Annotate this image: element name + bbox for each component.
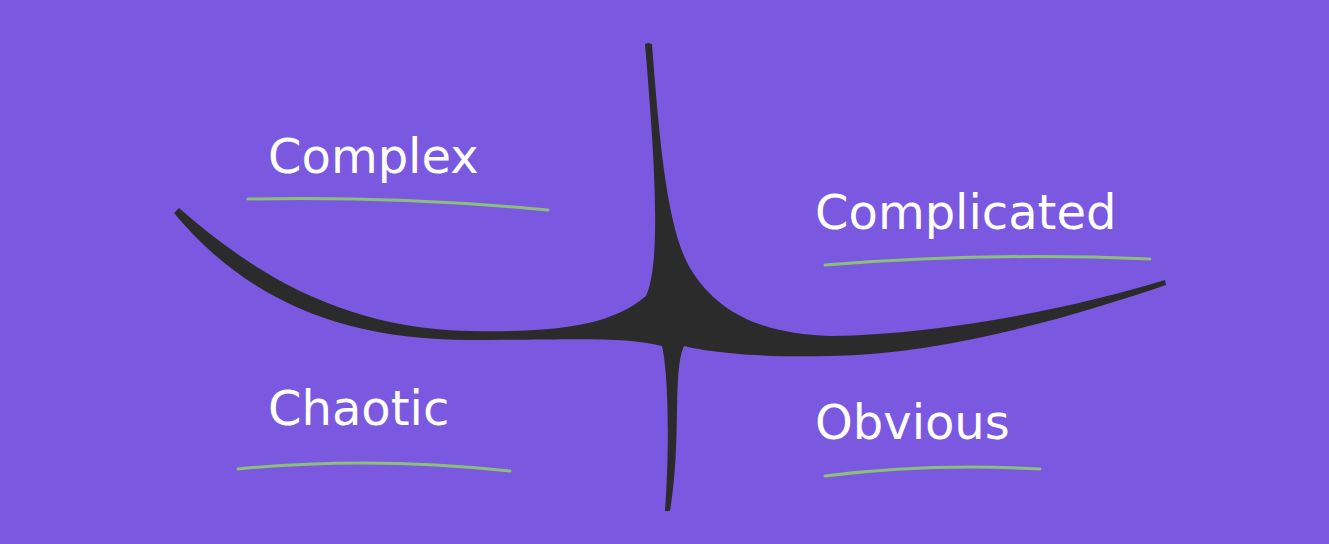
underline	[238, 463, 510, 471]
domain-divider	[174, 43, 1166, 511]
domain-label: Complex	[268, 132, 479, 180]
underline	[248, 198, 548, 210]
domain-label: Complicated	[815, 188, 1116, 236]
domain-label: Obvious	[815, 398, 1010, 446]
domain-label: Chaotic	[268, 384, 449, 432]
underline	[825, 467, 1040, 476]
underline	[825, 257, 1150, 265]
